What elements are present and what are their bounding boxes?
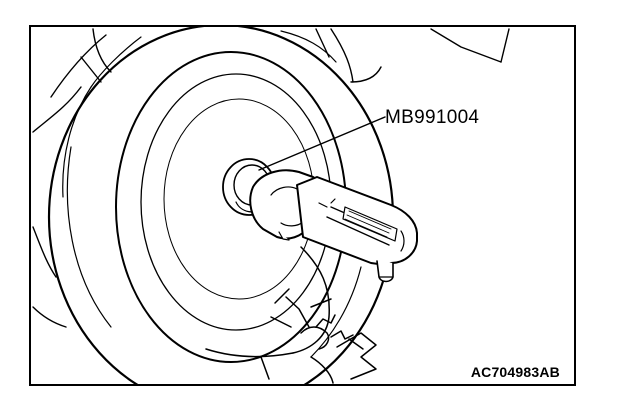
label-leader-line <box>258 116 386 171</box>
tool-label: MB991004 <box>385 107 480 128</box>
tire-and-tool-drawing <box>32 27 510 384</box>
vehicle-body-lines <box>32 28 510 328</box>
lower-suspension-lines <box>205 246 377 384</box>
socket-wrench-tool <box>249 169 418 283</box>
figure-code: AC704983AB <box>470 364 560 380</box>
illustration-frame: MB991004 AC704983AB <box>29 25 576 386</box>
